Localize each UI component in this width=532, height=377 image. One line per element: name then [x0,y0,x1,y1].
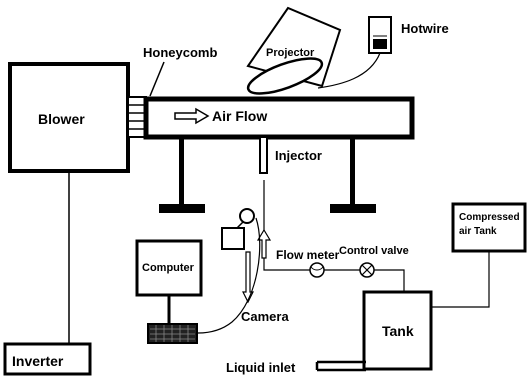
tank-label: Tank [382,323,414,339]
liquid-inlet-label: Liquid inlet [226,360,296,375]
compressed-air-tank-label-line2: air Tank [459,226,497,237]
honeycomb-pointer [149,61,165,97]
flow-meter: Flow meter [276,248,340,278]
camera: Camera [197,208,289,334]
hotwire-cable [317,52,381,89]
air-flow-arrow [174,107,210,125]
inverter-label: Inverter [12,353,64,369]
camera-label: Camera [241,309,289,324]
flow-meter-label: Flow meter [276,248,340,262]
tank-box [362,290,433,371]
computer: Computer [135,239,203,344]
camera-lens [239,208,255,224]
camera-view-arrow [242,251,254,304]
camera-body [221,227,245,250]
duct-support-left [159,137,205,213]
projector-lens [246,57,324,95]
honeycomb-box [127,96,147,138]
control-valve-label: Control valve [339,245,409,257]
projector: Projector [246,6,342,95]
air-flow-label: Air Flow [212,108,267,124]
tank: Tank [362,290,433,371]
projector-label: Projector [266,47,315,59]
inverter: Inverter [3,342,92,376]
duct-support-right [330,137,376,213]
control-valve: Control valve [339,245,409,278]
compressed-air-tank-box [451,202,527,253]
injector-body [259,136,268,174]
inverter-box [3,342,92,376]
injector-label: Injector [275,148,322,163]
computer-label: Computer [142,262,195,274]
honeycomb: Honeycomb [127,45,217,138]
blower-label: Blower [38,111,85,127]
compressed-air-tank-label-line1: Compressed [459,212,520,223]
hotwire: Hotwire [317,16,449,89]
wind-tunnel-duct: Air Flow [143,96,415,140]
flow-direction-arrow [256,228,272,259]
camera-cable [197,217,261,334]
air-supply-line [431,251,490,308]
hotwire-label: Hotwire [401,21,449,36]
compressed-air-tank: Compressed air Tank [451,202,527,253]
computer-keyboard [147,323,198,344]
injector: Injector [259,136,322,174]
liquid-inlet-pipe: Liquid inlet [226,360,366,375]
liquid-supply-line [263,180,405,292]
honeycomb-label: Honeycomb [143,45,217,60]
blower-box [8,62,130,173]
blower: Blower [8,62,130,173]
computer-monitor [135,239,203,297]
